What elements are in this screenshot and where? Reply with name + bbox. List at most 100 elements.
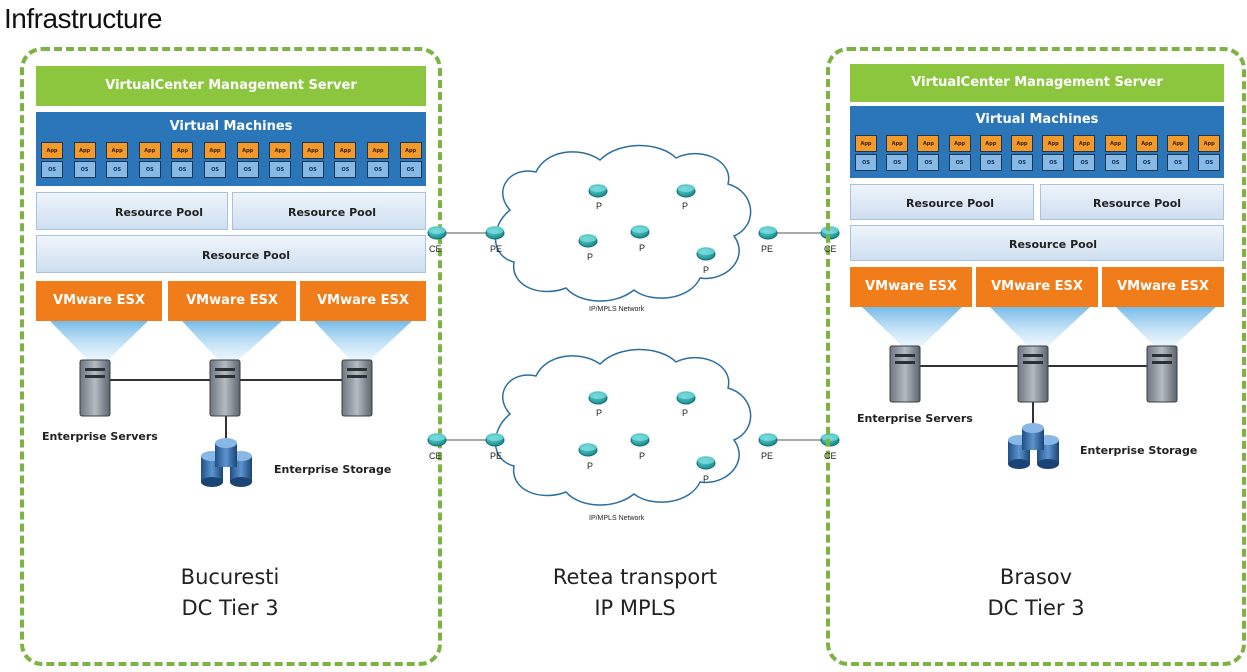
right-esx-host-1: VMware ESX bbox=[850, 267, 972, 307]
router-label: P bbox=[682, 408, 689, 418]
router-icon bbox=[588, 184, 608, 198]
vm-os-label: OS bbox=[138, 161, 161, 178]
vm-os-label: OS bbox=[269, 161, 292, 178]
router-icon bbox=[578, 234, 598, 248]
left-resource-pool-b: Resource Pool bbox=[232, 192, 426, 230]
left-resource-pool-c-label: Resource Pool bbox=[202, 249, 291, 262]
vm-os-label: OS bbox=[399, 161, 422, 178]
left-dc-caption-tier: DC Tier 3 bbox=[181, 596, 279, 620]
vm-os-label: OS bbox=[334, 161, 357, 178]
router-label: PE bbox=[490, 451, 503, 461]
router-label: PE bbox=[490, 244, 503, 254]
right-storage-label: Enterprise Storage bbox=[1080, 444, 1198, 457]
vm-app-label: App bbox=[979, 135, 1002, 152]
vm-app-label: App bbox=[334, 142, 357, 159]
vm-os-label: OS bbox=[367, 161, 389, 178]
router-label: CE bbox=[429, 244, 442, 254]
cloud-icon bbox=[494, 348, 752, 506]
vm-os-label: OS bbox=[1011, 154, 1033, 171]
vm-os-label: OS bbox=[1104, 154, 1127, 171]
router-label: P bbox=[596, 408, 603, 418]
vm-app-label: App bbox=[1042, 135, 1065, 152]
right-resource-pool-c-label: Resource Pool bbox=[1009, 238, 1098, 251]
router-icon bbox=[758, 433, 778, 447]
router-icon bbox=[676, 391, 696, 405]
right-resource-pool-b: Resource Pool bbox=[1040, 184, 1224, 220]
vm-os-label: OS bbox=[73, 161, 96, 178]
vm-app-label: App bbox=[948, 135, 971, 152]
router-icon bbox=[630, 433, 650, 447]
right-esx-host-2-label: VMware ESX bbox=[991, 279, 1083, 294]
router-label: P bbox=[587, 461, 594, 471]
left-resource-pool-a-label: Resource Pool bbox=[115, 206, 204, 219]
right-management-server-label: VirtualCenter Management Server bbox=[911, 75, 1163, 90]
router-label: P bbox=[639, 243, 646, 253]
left-resource-pool-a: Resource Pool bbox=[36, 192, 228, 230]
right-dc-boundary bbox=[826, 47, 1246, 666]
router-icon bbox=[485, 433, 505, 447]
left-esx-host-2-label: VMware ESX bbox=[186, 293, 278, 308]
left-virtual-machines-label: Virtual Machines bbox=[169, 119, 293, 134]
vm-os-label: OS bbox=[979, 154, 1002, 171]
router-label: P bbox=[596, 201, 603, 211]
router-label: CE bbox=[824, 244, 837, 254]
vm-os-label: OS bbox=[1073, 154, 1096, 171]
router-icon bbox=[696, 247, 716, 261]
left-storage-label: Enterprise Storage bbox=[274, 463, 392, 476]
router-label: P bbox=[639, 451, 646, 461]
left-dc-caption: Bucuresti DC Tier 3 bbox=[130, 562, 330, 624]
vm-os-label: OS bbox=[948, 154, 971, 171]
bottom-cloud-label: IP/MPLS Network bbox=[589, 515, 645, 522]
right-esx-host-3: VMware ESX bbox=[1102, 267, 1224, 307]
vm-app-label: App bbox=[367, 142, 389, 159]
left-servers-label: Enterprise Servers bbox=[42, 430, 158, 443]
router-icon bbox=[485, 226, 505, 240]
network-caption-line2: IP MPLS bbox=[594, 596, 676, 620]
left-esx-host-3-label: VMware ESX bbox=[317, 293, 409, 308]
right-esx-host-3-label: VMware ESX bbox=[1117, 279, 1209, 294]
left-esx-host-1-label: VMware ESX bbox=[53, 293, 145, 308]
top-cloud-label: IP/MPLS Network bbox=[589, 306, 645, 313]
router-label: CE bbox=[824, 451, 837, 461]
router-icon bbox=[578, 443, 598, 457]
left-resource-pool-c: Resource Pool bbox=[36, 235, 426, 273]
right-dc-caption-tier: DC Tier 3 bbox=[987, 596, 1085, 620]
network-caption: Retea transport IP MPLS bbox=[520, 562, 750, 624]
right-dc-caption: Brasov DC Tier 3 bbox=[936, 562, 1136, 624]
right-dc-caption-city: Brasov bbox=[999, 565, 1073, 589]
left-esx-host-2: VMware ESX bbox=[168, 281, 296, 321]
vm-app-label: App bbox=[1198, 135, 1221, 152]
vm-os-label: OS bbox=[171, 161, 194, 178]
cloud-icon bbox=[494, 144, 752, 302]
vm-os-label: OS bbox=[917, 154, 940, 171]
vm-os-label: OS bbox=[41, 161, 63, 178]
right-resource-pool-a-label: Resource Pool bbox=[906, 197, 995, 210]
right-servers-label: Enterprise Servers bbox=[857, 412, 973, 425]
network-caption-line1: Retea transport bbox=[552, 565, 718, 589]
page-title: Infrastructure bbox=[4, 3, 162, 34]
vm-app-label: App bbox=[236, 142, 259, 159]
vm-os-label: OS bbox=[1042, 154, 1065, 171]
vm-app-label: App bbox=[106, 142, 129, 159]
right-resource-pool-a: Resource Pool bbox=[850, 184, 1034, 220]
router-label: P bbox=[703, 265, 710, 275]
vm-app-label: App bbox=[1104, 135, 1127, 152]
left-management-server-label: VirtualCenter Management Server bbox=[105, 78, 357, 93]
router-label: P bbox=[703, 474, 710, 484]
vm-os-label: OS bbox=[886, 154, 909, 171]
